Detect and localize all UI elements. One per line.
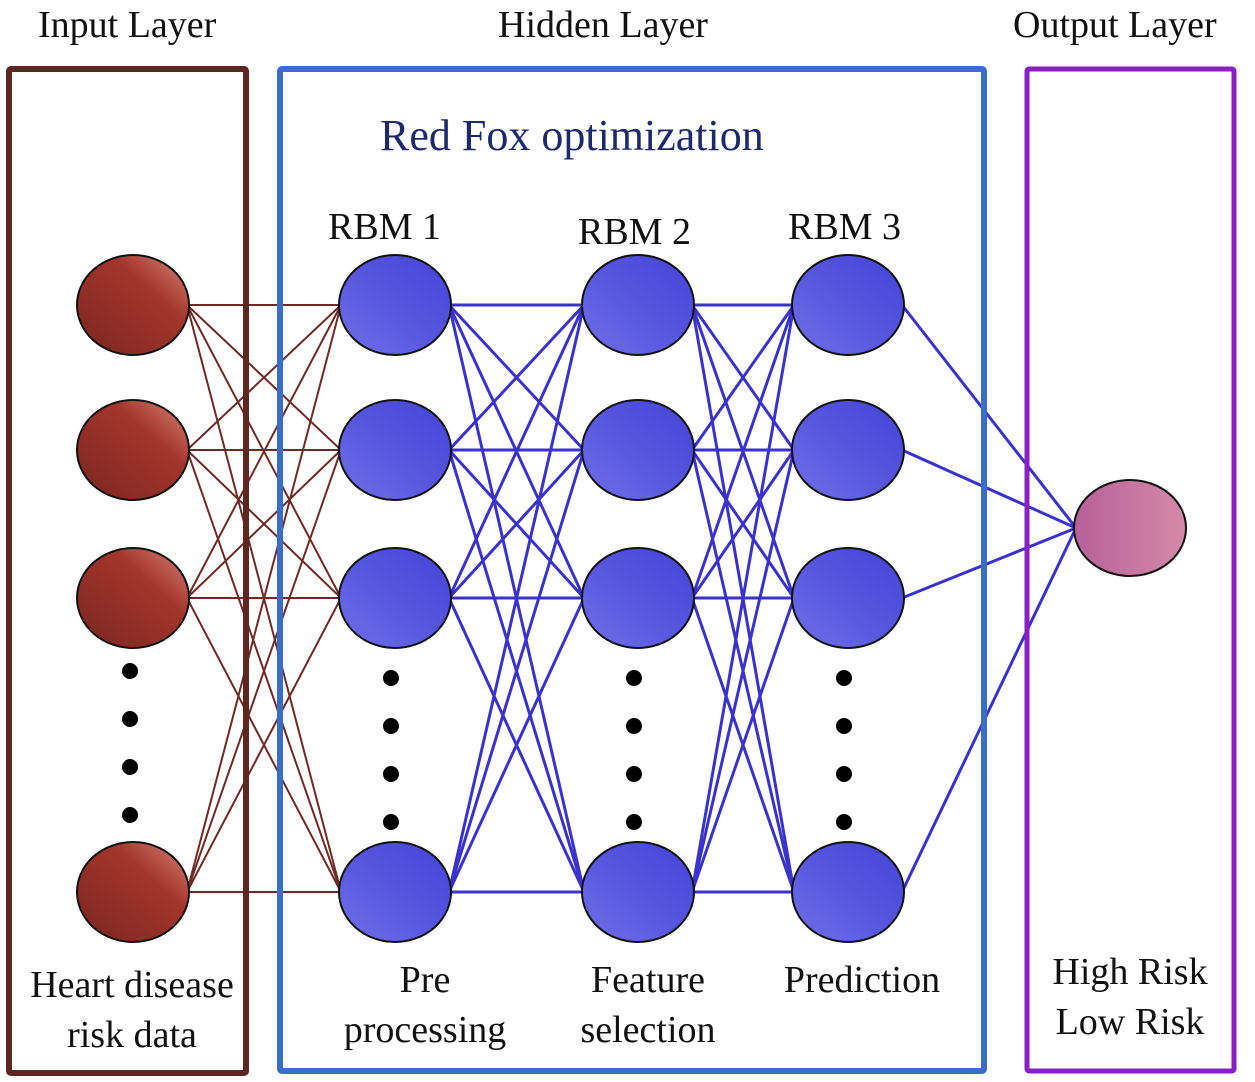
connection-edge: [901, 448, 1077, 530]
rbm-1-ellipsis-dot: [383, 814, 399, 830]
rbm-3-ellipsis-dot: [836, 670, 852, 686]
connection-edge: [186, 304, 342, 599]
connection-edge: [900, 304, 1078, 529]
connection-edge: [690, 304, 796, 599]
input-node: [76, 399, 190, 501]
input-node: [76, 254, 190, 356]
connection-edge: [690, 304, 796, 451]
rbm-1-node: [338, 841, 452, 943]
input-caption-line-1: Heart disease: [30, 964, 234, 1006]
output-caption: High Risk Low Risk: [1030, 947, 1230, 1047]
rbm-2-ellipsis-dot: [626, 766, 642, 782]
connection-edge: [447, 448, 586, 600]
rbm-2-caption-line-1: Feature: [591, 959, 705, 1001]
connection-edge: [690, 449, 796, 599]
rbm-2-ellipsis-dot: [626, 718, 642, 734]
output-layer-frame: [1024, 66, 1237, 1074]
rbm-3-caption-line-1: Prediction: [783, 959, 941, 1001]
rbm-2-caption: Feature selection: [548, 955, 748, 1055]
connections: [186, 303, 1078, 894]
connection-edge: [186, 597, 342, 893]
rbm-3-ellipsis-dot: [836, 814, 852, 830]
rbm-2-ellipsis-dot: [626, 670, 642, 686]
rbm-2-node: [581, 841, 695, 943]
output-node: [1073, 479, 1187, 577]
rbm-3-label: RBM 3: [788, 206, 901, 248]
rbm-3-caption: Prediction: [762, 955, 962, 1005]
connection-edge: [447, 304, 586, 893]
rbm-3-node: [791, 547, 905, 649]
connection-edge: [690, 304, 796, 893]
rbm-2-ellipsis-dot: [626, 814, 642, 830]
connection-edge: [447, 449, 586, 893]
connection-edge: [186, 304, 342, 451]
input-ellipsis-dot: [122, 663, 138, 679]
output-caption-line-1: High Risk: [1052, 951, 1208, 993]
rbm-1-caption-line-2: processing: [343, 1009, 507, 1051]
input-ellipsis-dot: [122, 807, 138, 823]
connection-edge: [447, 304, 586, 599]
input-caption-line-2: risk data: [67, 1014, 197, 1056]
input-node: [76, 841, 190, 943]
rbm-1-node: [338, 254, 452, 356]
connection-edge: [901, 526, 1077, 600]
rbm-2-caption-line-2: selection: [580, 1009, 716, 1051]
hidden-layer-title: Hidden Layer: [498, 4, 708, 46]
connection-edge: [900, 527, 1078, 893]
nodes: [76, 254, 1187, 943]
connection-edge: [690, 449, 796, 893]
connection-edge: [447, 597, 586, 893]
optimizer-label: Red Fox optimization: [380, 111, 764, 160]
rbm-3-node: [791, 399, 905, 501]
connection-edge: [447, 303, 586, 452]
rbm-3-node: [791, 254, 905, 356]
rbm-3-node: [791, 841, 905, 943]
rbm-1-node: [338, 547, 452, 649]
connection-edge: [186, 449, 342, 599]
input-ellipsis-dot: [122, 759, 138, 775]
rbm-1-ellipsis-dot: [383, 718, 399, 734]
rbm-2-node: [581, 254, 695, 356]
rbm-1-label: RBM 1: [328, 206, 441, 248]
connection-edge: [186, 304, 342, 893]
output-layer-title: Output Layer: [1013, 4, 1217, 46]
rbm-2-node: [581, 399, 695, 501]
rbm-3-ellipsis-dot: [836, 718, 852, 734]
input-ellipsis-dot: [122, 711, 138, 727]
input-caption: Heart disease risk data: [14, 960, 250, 1060]
rbm-1-ellipsis-dot: [383, 766, 399, 782]
input-layer-title: Input Layer: [38, 4, 217, 46]
rbm-2-node: [581, 547, 695, 649]
output-caption-line-2: Low Risk: [1055, 1001, 1205, 1043]
connection-edge: [690, 597, 796, 893]
rbm-1-caption-line-1: Pre: [399, 959, 451, 1001]
input-layer-frame: [6, 66, 249, 1076]
rbm-2-label: RBM 2: [578, 211, 691, 253]
connection-edge: [186, 449, 342, 893]
hidden-layer-frame: [277, 66, 987, 1074]
rbm-1-caption: Pre processing: [320, 955, 530, 1055]
rbm-1-ellipsis-dot: [383, 670, 399, 686]
input-node: [76, 547, 190, 649]
rbm-3-ellipsis-dot: [836, 766, 852, 782]
rbm-1-node: [338, 399, 452, 501]
